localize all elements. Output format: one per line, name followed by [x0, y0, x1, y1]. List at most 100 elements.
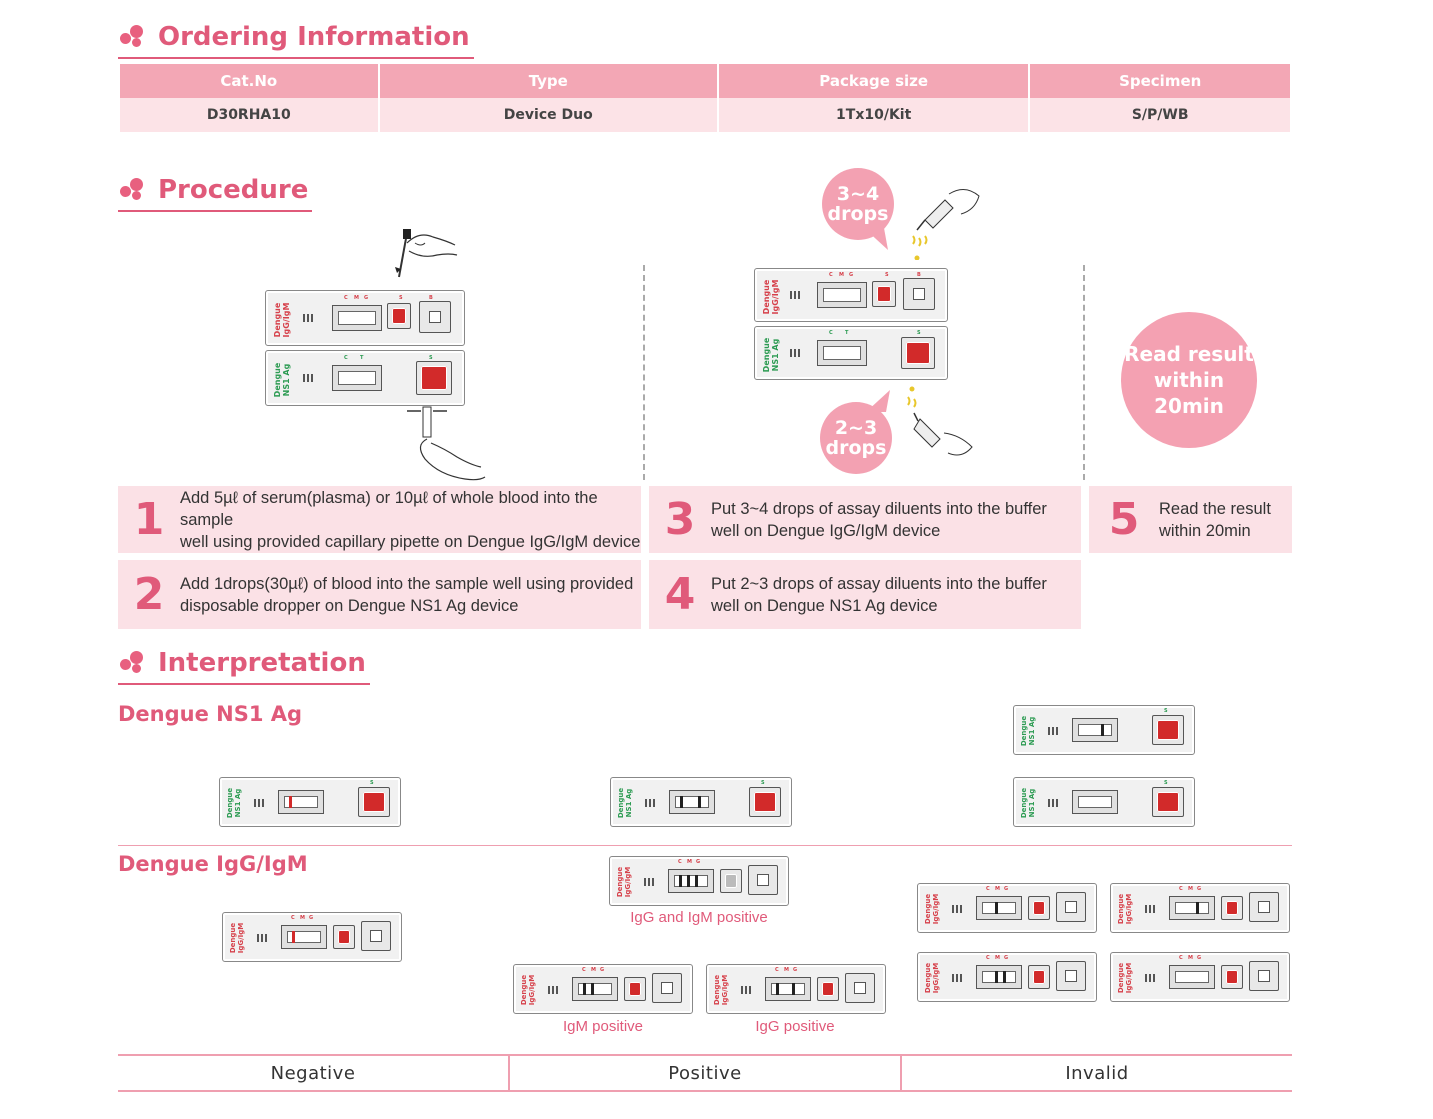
buffer-well — [748, 865, 778, 895]
grip — [1048, 727, 1058, 735]
step-text: Put 2~3 drops of assay diluents into the… — [711, 574, 1047, 615]
test-line — [292, 931, 295, 943]
test-line — [1196, 902, 1199, 914]
grip — [645, 799, 655, 807]
sample-well — [720, 869, 742, 893]
buffer-well — [903, 278, 935, 310]
result-window — [572, 977, 618, 1001]
grip — [790, 291, 800, 299]
grip — [548, 986, 558, 994]
test-line — [289, 796, 292, 808]
table-row: D30RHA10 Device Duo 1Tx10/Kit S/P/WB — [120, 98, 1290, 132]
test-line — [1101, 724, 1104, 736]
result-window — [817, 340, 867, 366]
hand-dropper-icon — [407, 406, 486, 481]
test-line — [995, 971, 998, 983]
sample-well — [1221, 896, 1243, 920]
buffer-well — [1056, 961, 1086, 991]
test-line — [680, 796, 683, 808]
ordering-title: Ordering Information — [118, 22, 474, 59]
flower-icon — [118, 176, 148, 204]
igg-subtitle: Dengue IgG/IgM — [118, 852, 308, 876]
result-window — [765, 977, 811, 1001]
test-line — [695, 875, 698, 887]
grip — [1145, 974, 1155, 982]
result-window — [1072, 718, 1118, 742]
sample-well — [1152, 715, 1184, 745]
test-line — [1003, 971, 1006, 983]
grip — [952, 974, 962, 982]
test-line — [995, 902, 998, 914]
step-text: Add 5µℓ of serum(plasma) or 10µℓ of whol… — [180, 488, 641, 551]
grip — [952, 905, 962, 913]
result-window — [976, 965, 1022, 989]
result-window — [1072, 790, 1118, 814]
result-window — [332, 365, 382, 391]
buffer-well — [1056, 892, 1086, 922]
grip — [644, 878, 654, 886]
test-line — [776, 983, 779, 995]
step-number: 2 — [133, 569, 165, 620]
result-window — [281, 925, 327, 949]
flower-icon — [118, 23, 148, 51]
grip — [254, 799, 264, 807]
step-2: 2 Add 1drops(30µℓ) of blood into the sam… — [118, 560, 641, 629]
cell-catno: D30RHA10 — [120, 98, 378, 132]
step-3: 3 Put 3~4 drops of assay diluents into t… — [649, 486, 1081, 553]
sample-well — [416, 361, 452, 395]
column-invalid: Invalid — [900, 1056, 1292, 1090]
procedure-title-text: Procedure — [158, 175, 309, 205]
caption-both: IgG and IgM positive — [630, 909, 768, 926]
header-package: Package size — [718, 64, 1029, 98]
bubble-tail — [864, 228, 888, 250]
buffer-well — [361, 921, 391, 951]
caption-igg: IgG positive — [755, 1018, 835, 1035]
header-specimen: Specimen — [1030, 64, 1290, 98]
grip — [1145, 905, 1155, 913]
test-line — [679, 875, 682, 887]
dropper-top-icon — [912, 189, 980, 260]
test-line — [583, 983, 586, 995]
column-negative: Negative — [270, 1063, 356, 1084]
divider — [118, 845, 1292, 846]
result-window — [817, 282, 867, 308]
test-line — [698, 796, 701, 808]
sample-well — [333, 925, 355, 949]
buffer-well — [1249, 892, 1279, 922]
buffer-well — [845, 973, 875, 1003]
ordering-table: Cat.No Type Package size Specimen D30RHA… — [118, 64, 1292, 132]
step-1: 1 Add 5µℓ of serum(plasma) or 10µℓ of wh… — [118, 486, 641, 553]
sample-well — [1028, 896, 1050, 920]
interpretation-title: Interpretation — [118, 648, 370, 685]
sample-well — [1152, 787, 1184, 817]
caption-igm: IgM positive — [562, 1018, 644, 1035]
result-window — [668, 869, 714, 893]
